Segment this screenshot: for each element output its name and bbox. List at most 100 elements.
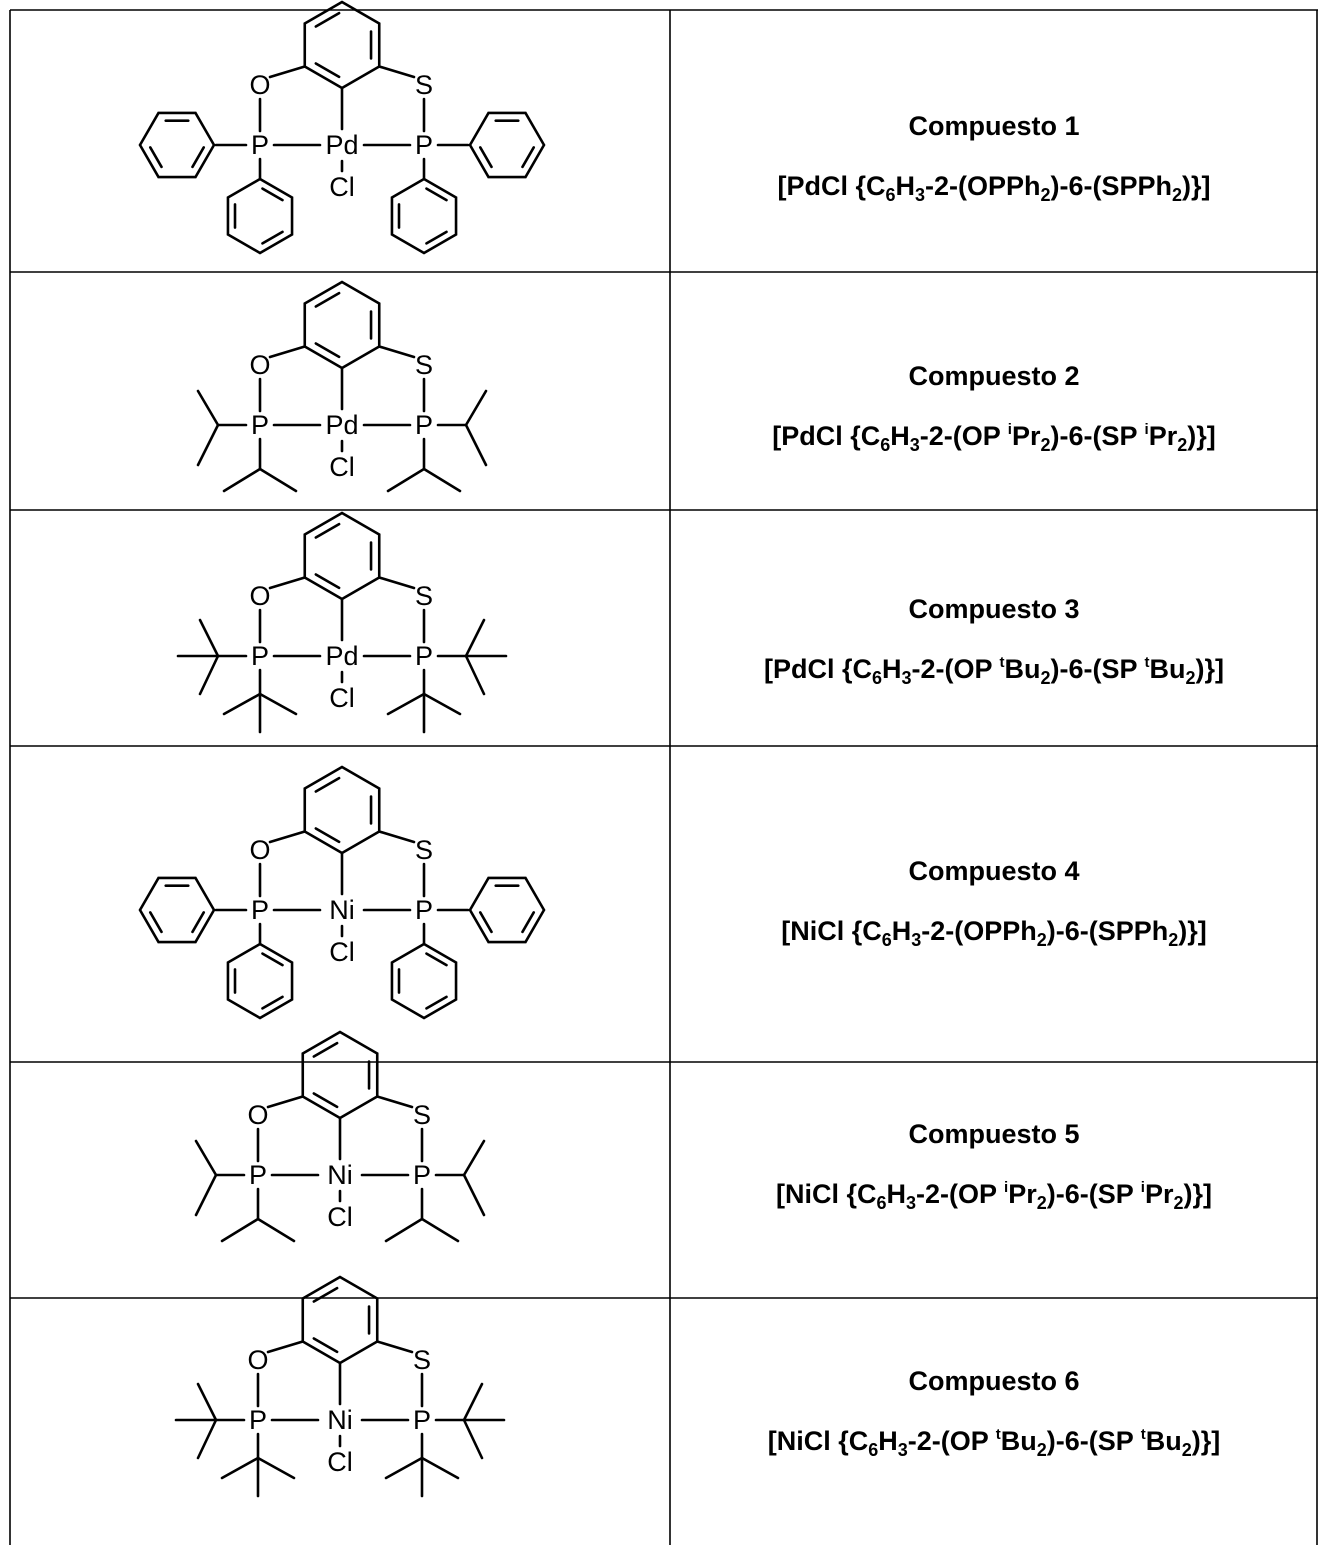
double-bond [191,911,206,934]
compound-title: Compuesto 3 [908,594,1079,624]
metal-atom: Pd [325,641,358,671]
formula-superscript: t [1141,1426,1146,1443]
isopropyl-right-lower [384,1217,460,1243]
double-bond [425,995,448,1010]
formula-text: Pr [1149,421,1178,451]
methyl-bond [464,389,488,427]
double-bond [314,776,341,793]
ring-outline [301,1030,379,1120]
oxygen-atom: O [247,1100,268,1130]
ring-sulfur-bond [375,1340,414,1354]
methyl-bond [462,1139,486,1177]
phosphorus-atom-right: P [413,1160,431,1190]
ring-sulfur-bond [377,345,416,359]
tert-butyl-right-outer [462,1382,506,1460]
isopropyl-right-outer [462,1139,486,1217]
formula-subscript: 2 [1186,668,1196,688]
formula-text: H [890,421,910,451]
formula-subscript: 3 [911,930,921,950]
formula-text: )}] [1196,654,1225,684]
compound-formula: [NiCl {C6H3-2-(OPPh2)-6-(SPPh2)}] [781,916,1207,950]
formula-superscript: t [1000,654,1005,671]
sulfur-atom: S [415,835,433,865]
oxygen-atom: O [249,70,270,100]
formula-text: -2-(OP [916,1179,1004,1209]
tert-butyl-right-lower [386,692,462,734]
formula-text: -2-(OPPh [925,171,1041,201]
double-bond [314,827,341,844]
formula-text: Bu [1005,654,1041,684]
formula-superscript: i [1145,421,1149,438]
double-bond [521,911,536,934]
double-bond [478,146,493,169]
oxygen-atom: O [249,581,270,611]
methyl-bond [256,1456,296,1480]
formula-subscript: 2 [1037,930,1047,950]
isopropyl-right-outer [464,389,488,467]
oxygen-atom: O [249,835,270,865]
compound-title: Compuesto 5 [908,1119,1079,1149]
phenyl-right-lower [390,942,458,1020]
ring-oxygen-bond [268,576,307,590]
methyl-bond [194,1139,218,1177]
double-bond [314,62,341,79]
double-bond [425,187,448,202]
formula-text: )-6-(SP [1051,654,1145,684]
oxygen-atom: O [247,1345,268,1375]
central-aryl-ring [301,1030,379,1120]
chlorine-atom: Cl [329,937,355,967]
chlorine-atom: Cl [329,683,355,713]
tert-butyl-left-lower [220,1456,296,1498]
ring-outline [468,876,546,944]
central-aryl-ring [303,280,381,370]
chlorine-atom: Cl [327,1202,353,1232]
sulfur-atom: S [415,581,433,611]
formula-subscript: 3 [910,435,920,455]
methyl-bond [258,692,298,716]
double-bond [261,995,284,1010]
phenyl-left-outer [138,876,216,944]
formula-text: Bu [1001,1426,1037,1456]
central-aryl-ring [303,511,381,601]
methyl-bond [220,1456,260,1480]
compound-title: Compuesto 1 [908,111,1079,141]
methyl-bond [462,1418,484,1460]
sulfur-atom: S [415,70,433,100]
isopropyl-right-lower [386,467,462,493]
formula-text: )-6-(SPPh [1051,171,1173,201]
formula-subscript: 6 [880,435,890,455]
formula-text: [NiCl {C [781,916,882,946]
ring-outline [226,942,294,1020]
table-grid [9,9,1318,1545]
formula-superscript: i [1141,1179,1145,1196]
methyl-bond [196,389,220,427]
isopropyl-left-outer [196,389,220,467]
phosphorus-atom-left: P [249,1405,267,1435]
ring-outline [303,765,381,855]
sulfur-atom: S [413,1100,431,1130]
formula-text: -2-(OPPh [921,916,1037,946]
ring-oxygen-bond [268,65,307,79]
formula-text: Bu [1146,1426,1182,1456]
double-bond [314,342,341,359]
formula-subscript: 2 [1041,435,1051,455]
tert-butyl-left-lower [222,692,298,734]
phenyl-right-outer [468,111,546,179]
formula-subscript: 6 [885,185,895,205]
formula-text: H [887,1179,907,1209]
methyl-bond [256,1217,296,1243]
methyl-bond [386,467,426,493]
methyl-bond [194,1173,218,1217]
methyl-bond [464,423,488,467]
chlorine-atom: Cl [329,172,355,202]
tert-butyl-left-outer [176,618,220,696]
methyl-bond [196,423,220,467]
oxygen-atom: O [249,350,270,380]
central-aryl-ring [303,765,381,855]
methyl-bond [386,692,426,716]
methyl-bond [422,692,462,716]
